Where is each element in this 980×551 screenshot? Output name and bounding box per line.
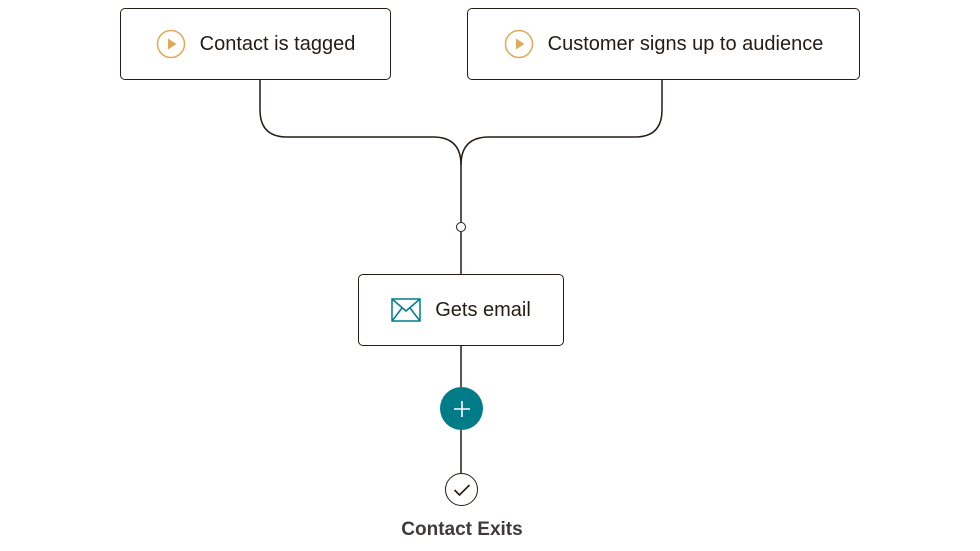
checkmark-icon — [453, 483, 470, 496]
plus-icon — [453, 400, 470, 417]
trigger-signs-up-audience[interactable]: Customer signs up to audience — [467, 8, 860, 80]
exit-label: Contact Exits — [401, 519, 523, 540]
trigger-contact-tagged[interactable]: Contact is tagged — [120, 8, 391, 80]
add-step-button[interactable] — [440, 387, 483, 430]
connector-trigger-2 — [460, 80, 663, 166]
exit-node — [445, 473, 478, 506]
branch-junction — [456, 222, 466, 232]
play-circle-icon — [156, 29, 186, 59]
action-gets-email[interactable]: Gets email — [358, 274, 564, 346]
action-label: Gets email — [435, 298, 531, 321]
envelope-icon — [391, 298, 421, 322]
trigger-label: Contact is tagged — [199, 32, 356, 55]
connector-trigger-1 — [259, 80, 462, 222]
play-circle-icon — [504, 29, 534, 59]
trigger-label: Customer signs up to audience — [547, 32, 824, 55]
